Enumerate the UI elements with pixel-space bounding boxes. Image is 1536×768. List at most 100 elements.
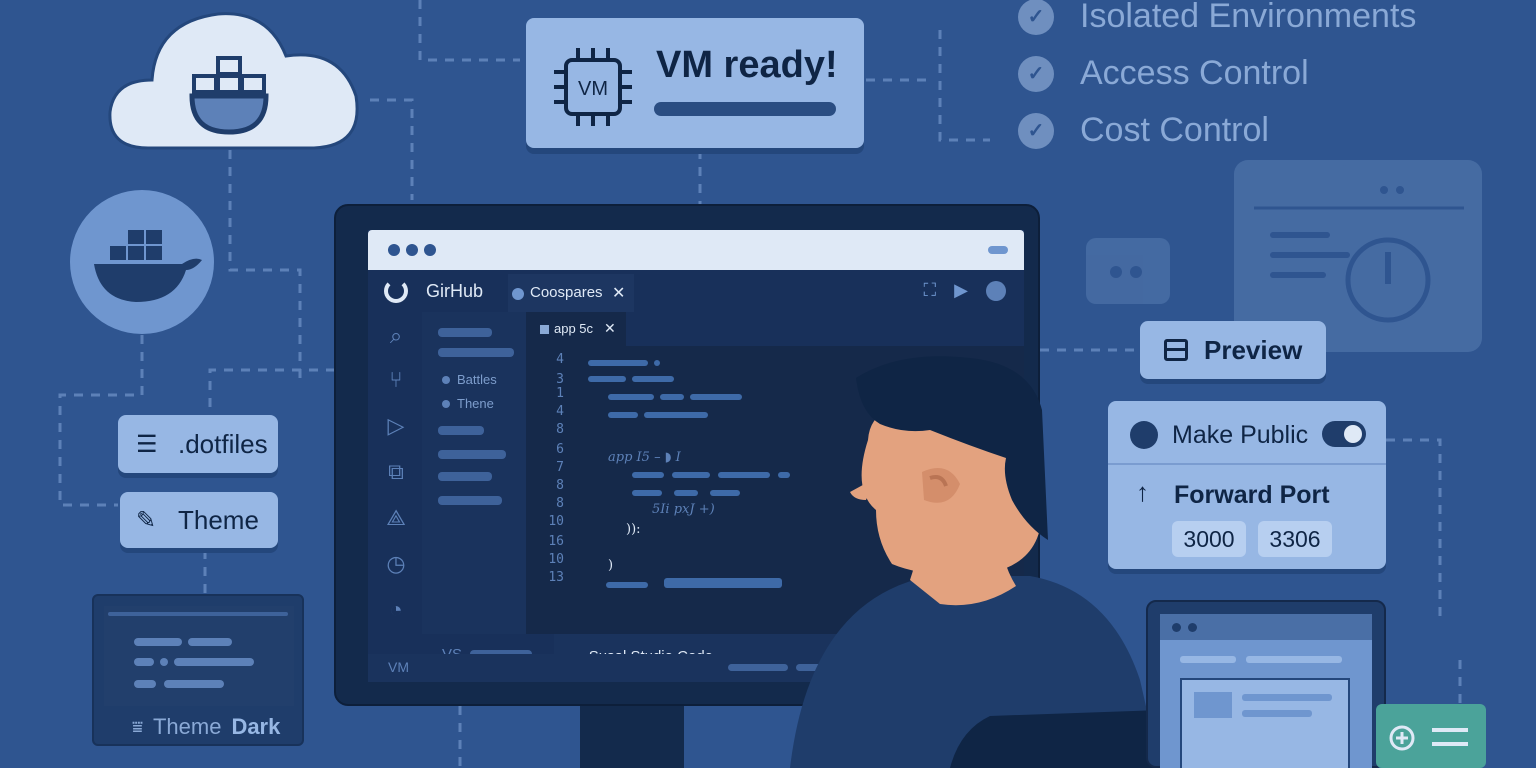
code-fragment: app I5 – ◗ I xyxy=(608,450,681,465)
port-chip[interactable]: 3000 xyxy=(1172,521,1246,557)
line-number: 4 xyxy=(556,352,564,367)
monitor-stand xyxy=(580,706,684,768)
close-icon[interactable]: ✕ xyxy=(612,285,626,302)
explorer-item[interactable]: Thene xyxy=(442,396,494,411)
close-icon[interactable]: ✕ xyxy=(604,320,616,336)
window-dot[interactable] xyxy=(424,244,436,256)
line-number: 1 xyxy=(556,386,564,401)
dotfiles-label: .dotfiles xyxy=(178,428,268,459)
theme-label: Theme xyxy=(178,504,259,535)
vm-ready-title: VM ready! xyxy=(656,44,838,86)
brush-icon: ✎ xyxy=(136,506,157,534)
line-number: 6 xyxy=(556,442,564,457)
code-fragment: 5Ii pxJ +) xyxy=(652,502,715,517)
add-list-card[interactable] xyxy=(1376,704,1486,768)
checklist-label: Isolated Environments xyxy=(1080,0,1417,35)
run-debug-icon[interactable]: ▷ xyxy=(387,413,405,438)
editor-tab-label: app 5c xyxy=(554,321,594,336)
line-number: 8 xyxy=(556,496,564,511)
feature-checklist: ✓ Isolated Environments ✓ Access Control… xyxy=(1018,0,1416,159)
preview-window-icon xyxy=(1164,339,1188,361)
line-number: 10 xyxy=(548,514,564,529)
timer-icon[interactable]: ◷ xyxy=(386,551,406,576)
dotfiles-button[interactable]: ☰ .dotfiles xyxy=(118,415,278,473)
theme-dark-value: Dark xyxy=(231,714,281,739)
tab-codespaces[interactable]: Coospares ✕ xyxy=(508,274,634,312)
browser-menu-icon[interactable] xyxy=(988,246,1008,254)
code-fragment: ) xyxy=(608,558,614,573)
check-circle-icon: ✓ xyxy=(1018,55,1054,92)
editor-tab-bar: app 5c ✕ xyxy=(526,312,1024,346)
filter-icon: ⩸ xyxy=(132,716,143,737)
remote-indicator-label: VM xyxy=(388,659,409,675)
extensions-icon[interactable]: ⧉ xyxy=(388,459,404,484)
laptop xyxy=(1146,600,1386,768)
laptop-content-card xyxy=(1180,678,1350,768)
line-number-gutter: 4 3 1 4 8 6 7 8 8 10 16 10 13 xyxy=(526,346,570,634)
title-actions: ⛶ ▶ xyxy=(924,280,1006,301)
share-icon[interactable]: ⛶ xyxy=(923,280,937,300)
line-number: 4 xyxy=(556,404,564,419)
github-logo-icon xyxy=(384,279,408,303)
line-number: 8 xyxy=(556,478,564,493)
window-dot[interactable] xyxy=(388,244,400,256)
explorer-item[interactable]: Battles xyxy=(442,372,497,387)
tab-label: Coospares xyxy=(530,284,603,301)
faded-lock-icon xyxy=(1086,238,1170,304)
cpu-chip-icon: VM xyxy=(554,48,632,126)
code-fragment: )): xyxy=(626,522,641,537)
theme-button[interactable]: ✎ Theme xyxy=(120,492,278,548)
docker-whale-icon xyxy=(70,190,214,334)
settings-icon[interactable]: ◔ xyxy=(389,597,403,622)
browser-bar xyxy=(368,230,1024,270)
list-icon: ☰ xyxy=(136,430,158,458)
file-icon xyxy=(540,325,549,334)
toggle-knob xyxy=(1344,425,1362,443)
account-icon[interactable] xyxy=(986,280,1006,301)
checklist-label: Cost Control xyxy=(1080,111,1269,149)
line-number: 3 xyxy=(556,372,564,387)
faded-clock-window xyxy=(1234,144,1482,352)
checklist-item: ✓ Access Control xyxy=(1018,45,1416,102)
forward-port-label: Forward Port xyxy=(1174,481,1330,509)
forward-arrow-icon: ↑ xyxy=(1136,477,1149,507)
explorer-item-label: Battles xyxy=(457,372,497,387)
line-number: 7 xyxy=(556,460,564,475)
line-number: 16 xyxy=(548,534,564,549)
window-dot[interactable] xyxy=(406,244,418,256)
developer-illustration xyxy=(790,356,1180,768)
editor-tab[interactable]: app 5c ✕ xyxy=(526,312,626,346)
make-public-toggle[interactable] xyxy=(1322,421,1366,447)
cloud-container-icon xyxy=(108,12,359,150)
laptop-window-bar xyxy=(1160,614,1372,640)
cpu-chip-label: VM xyxy=(578,78,608,100)
theme-dark-label: Theme xyxy=(152,714,222,739)
checklist-label: Access Control xyxy=(1080,54,1309,92)
run-icon[interactable]: ▶ xyxy=(954,280,968,300)
remote-icon[interactable]: ⟁ xyxy=(386,505,406,530)
search-icon[interactable]: ⌕ xyxy=(389,323,403,348)
app-name: GirHub xyxy=(426,281,484,301)
explorer-panel: Battles Thene xyxy=(422,312,526,634)
line-number: 10 xyxy=(548,552,564,567)
preview-button[interactable]: Preview xyxy=(1140,321,1326,379)
vm-ready-card: VM VM ready! xyxy=(526,18,864,148)
laptop-screen xyxy=(1160,614,1372,768)
ide-title-bar: GirHub Coospares ✕ ⛶ ▶ xyxy=(368,270,1024,312)
activity-bar: ⌕ ⑂ ▷ ⧉ ⟁ ◷ ◔ xyxy=(368,312,422,634)
explorer-item-label: Thene xyxy=(457,396,494,411)
tab-dot-icon xyxy=(512,288,524,300)
source-control-icon[interactable]: ⑂ xyxy=(389,367,403,392)
make-public-label: Make Public xyxy=(1172,421,1309,449)
make-public-row: Make Public xyxy=(1108,401,1386,465)
theme-preview-content xyxy=(104,606,294,706)
checklist-item: ✓ Cost Control xyxy=(1018,102,1416,159)
theme-dark-indicator[interactable]: ⩸ Theme Dark xyxy=(132,714,280,740)
checklist-item: ✓ Isolated Environments xyxy=(1018,0,1416,45)
line-number: 8 xyxy=(556,422,564,437)
port-chip[interactable]: 3306 xyxy=(1258,521,1332,557)
check-circle-icon: ✓ xyxy=(1018,0,1054,35)
theme-preview-window: ⩸ Theme Dark xyxy=(92,594,304,746)
line-number: 13 xyxy=(548,570,564,585)
